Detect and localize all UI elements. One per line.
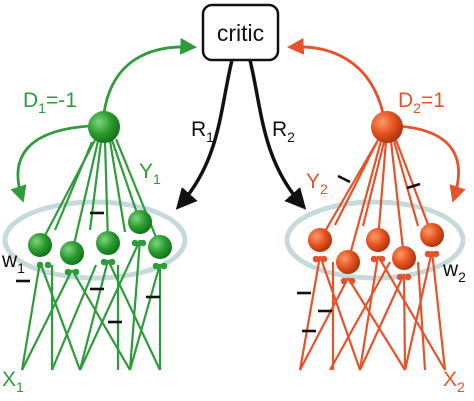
right-synapses <box>312 250 440 285</box>
reward-arrow-right <box>248 59 307 210</box>
right-y-connection <box>394 139 434 236</box>
right-y-connection <box>389 140 406 259</box>
left-layer-ellipse <box>2 199 188 281</box>
left-y-connection <box>110 139 142 223</box>
reward-arrow-left <box>175 59 234 210</box>
right-network <box>286 37 466 371</box>
right-y-connection <box>392 140 420 227</box>
right-y-connection <box>334 141 378 226</box>
left-d-label: D1=-1 <box>23 89 77 116</box>
critic-label: critic <box>217 20 264 46</box>
left-synapses <box>36 239 168 276</box>
right-output-to-critic-arrow <box>286 37 385 114</box>
left-y-connection <box>103 140 110 244</box>
right-y-connection <box>376 140 388 241</box>
right-w-label: w2 <box>442 258 466 285</box>
right-hidden-neuron <box>420 223 444 247</box>
left-output-neuron <box>88 111 120 143</box>
right-hidden-neuron <box>392 246 416 270</box>
right-inhibitory-marks <box>297 174 421 333</box>
left-inhibitory-marks <box>16 211 160 324</box>
left-hidden-neuron <box>60 241 84 265</box>
left-hidden-neuron <box>28 233 52 257</box>
reward-label-right: R2 <box>272 118 295 145</box>
right-x-label: X2 <box>443 368 465 395</box>
left-feedback-arrow <box>10 124 91 203</box>
right-y-connection <box>346 140 383 263</box>
left-y-connection <box>88 141 103 231</box>
left-y-connection <box>70 140 100 254</box>
right-y-connection <box>361 141 386 227</box>
left-y-connection <box>53 141 94 231</box>
reward-label-left: R1 <box>191 118 214 145</box>
right-hidden-neuron <box>336 250 360 274</box>
right-hidden-neuron <box>366 228 390 252</box>
left-x-label: X1 <box>2 368 24 395</box>
left-hidden-neuron <box>96 231 120 255</box>
left-hidden-neuron <box>148 235 172 259</box>
left-hidden-neuron <box>128 210 152 234</box>
right-hidden-neuron <box>308 228 332 252</box>
right-y-label: Y2 <box>306 170 328 197</box>
left-y-connection <box>108 140 127 233</box>
left-output-to-critic-arrow <box>102 38 198 114</box>
critic-box <box>201 3 280 62</box>
left-y-connection <box>114 138 162 248</box>
left-w-label: w1 <box>1 249 25 276</box>
left-network <box>10 38 198 371</box>
right-feedback-arrow <box>397 124 466 203</box>
left-y-label: Y1 <box>139 160 161 187</box>
right-y-connection <box>319 139 379 241</box>
right-output-neuron <box>371 111 403 143</box>
right-d-label: D2=1 <box>398 89 445 116</box>
